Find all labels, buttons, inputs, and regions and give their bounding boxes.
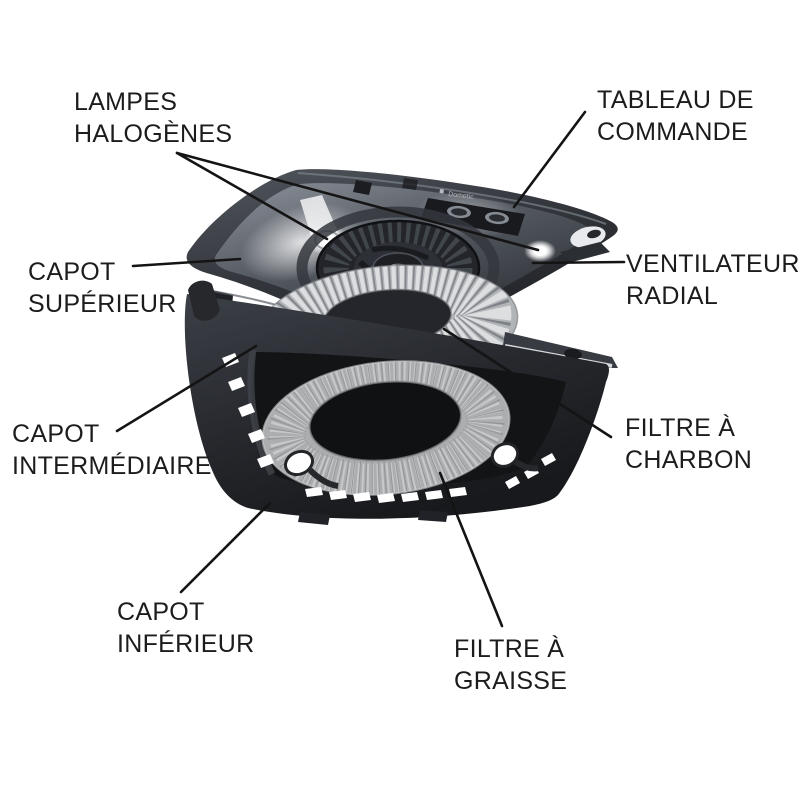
halogen-lamp-right xyxy=(524,240,556,262)
label-middle-cover-line2: INTERMÉDIAIRE xyxy=(12,452,212,480)
label-halogen-lamps-line2: HALOGÈNES xyxy=(74,120,233,148)
label-upper-cover-line2: SUPÉRIEUR xyxy=(28,290,177,318)
label-carbon-filter: FILTRE À CHARBON xyxy=(625,412,752,476)
label-radial-fan-line2: RADIAL xyxy=(626,282,719,310)
leader-lower-cover xyxy=(179,501,272,594)
leader-lines xyxy=(115,110,626,628)
label-radial-fan-line1: VENTILATEUR xyxy=(626,250,800,278)
leader-radial-fan xyxy=(531,260,626,265)
cover-corner-bracket xyxy=(560,226,610,262)
frame-corner-holes xyxy=(283,442,539,489)
leader-lamps-right xyxy=(175,151,540,252)
brand-text: Dometic xyxy=(448,191,475,201)
label-halogen-lamps-line1: LAMPES xyxy=(74,88,178,116)
frame-vent-slots xyxy=(222,353,556,503)
label-control-panel-line2: COMMANDE xyxy=(597,118,749,146)
label-grease-filter-line1: FILTRE À xyxy=(454,635,565,663)
leader-carbon-filter xyxy=(442,327,613,439)
label-carbon-filter-line2: CHARBON xyxy=(625,446,753,474)
control-panel-part: Dometic xyxy=(421,189,525,236)
label-halogen-lamps: LAMPES HALOGÈNES xyxy=(74,86,232,150)
leader-middle-cover xyxy=(115,344,258,433)
label-control-panel: TABLEAU DE COMMANDE xyxy=(597,84,754,148)
label-control-panel-line1: TABLEAU DE xyxy=(597,86,754,114)
label-grease-filter: FILTRE À GRAISSE xyxy=(454,633,567,697)
label-middle-cover-line1: CAPOT xyxy=(12,420,100,448)
label-upper-cover: CAPOT SUPÉRIEUR xyxy=(28,256,177,320)
label-radial-fan: VENTILATEUR RADIAL xyxy=(626,248,800,312)
leader-lamps-left xyxy=(175,151,329,241)
label-lower-cover-line1: CAPOT xyxy=(117,598,205,626)
label-grease-filter-line2: GRAISSE xyxy=(454,667,568,695)
label-middle-cover: CAPOT INTERMÉDIAIRE xyxy=(12,418,212,482)
leader-control-panel xyxy=(512,110,587,209)
brand-logo-mark xyxy=(439,189,444,194)
label-lower-cover: CAPOT INFÉRIEUR xyxy=(117,596,254,660)
label-carbon-filter-line1: FILTRE À xyxy=(625,414,736,442)
label-upper-cover-line1: CAPOT xyxy=(28,258,116,286)
label-lower-cover-line2: INFÉRIEUR xyxy=(117,630,255,658)
leader-grease-filter xyxy=(438,471,504,628)
grease-filter-part xyxy=(261,356,511,500)
leader-upper-cover xyxy=(131,257,242,268)
